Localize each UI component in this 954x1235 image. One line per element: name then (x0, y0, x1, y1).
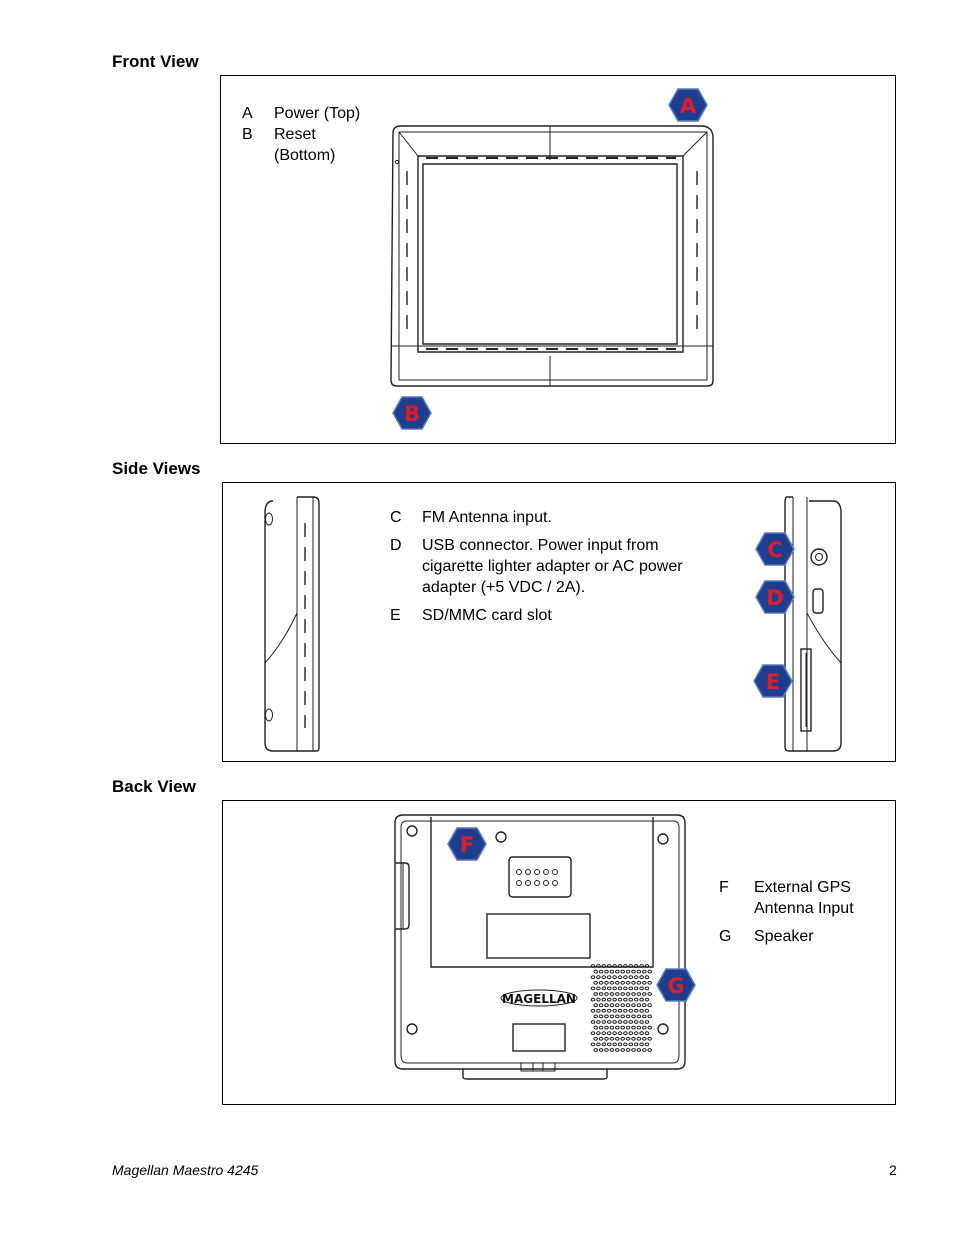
callout-d-letter: D (766, 586, 783, 610)
legend-item-g: G Speaker (719, 928, 814, 945)
side-views-legend: C FM Antenna input. D USB connector. Pow… (390, 507, 710, 626)
front-device-drawing (390, 125, 714, 387)
callout-a-letter: A (680, 94, 697, 118)
side-views-panel: C FM Antenna input. D USB connector. Pow… (222, 482, 896, 762)
legend-item-f: F External GPS Antenna Input (719, 879, 854, 917)
callout-e-badge: E (753, 664, 793, 698)
back-device-drawing: MAGELLAN (394, 814, 686, 1080)
legend-item-a: A Power (Top) (242, 105, 361, 122)
callout-c-badge: C (755, 532, 795, 566)
callout-g-letter: G (667, 974, 684, 998)
footer-product-name: Magellan Maestro 4245 (112, 1162, 259, 1178)
back-view-legend: F External GPS Antenna Input G Speaker (719, 877, 879, 947)
callout-c-letter: C (767, 538, 782, 562)
callout-f-letter: F (460, 833, 474, 857)
callout-f-badge: F (447, 827, 487, 861)
legend-item-c: C FM Antenna input. (390, 509, 552, 526)
callout-g-badge: G (656, 968, 696, 1002)
side-views-heading: Side Views (112, 459, 201, 478)
front-view-panel: A Power (Top) B Reset (Bottom) A B (220, 75, 896, 444)
usb-port (812, 588, 824, 614)
callout-a-badge: A (668, 88, 708, 122)
legend-item-e: E SD/MMC card slot (390, 607, 552, 624)
speaker-grille (590, 964, 653, 1052)
device-logo: MAGELLAN (502, 992, 576, 1006)
fm-antenna-port (810, 548, 828, 566)
back-view-heading: Back View (112, 777, 196, 796)
sd-card-slot (800, 648, 812, 732)
legend-item-d: D USB connector. Power input from cigare… (390, 537, 683, 596)
callout-b-letter: B (404, 402, 420, 426)
front-view-legend: A Power (Top) B Reset (Bottom) (242, 103, 377, 166)
right-side-device-drawing (784, 496, 842, 752)
legend-item-b: B Reset (Bottom) (242, 126, 336, 164)
footer-page-number: 2 (889, 1162, 897, 1178)
callout-b-badge: B (392, 396, 432, 430)
callout-e-letter: E (766, 670, 780, 694)
back-view-panel: MAGELLAN F External GPS Antenna Input G … (222, 800, 896, 1105)
left-side-device-drawing (264, 496, 320, 752)
front-view-heading: Front View (112, 52, 199, 71)
callout-d-badge: D (755, 580, 795, 614)
